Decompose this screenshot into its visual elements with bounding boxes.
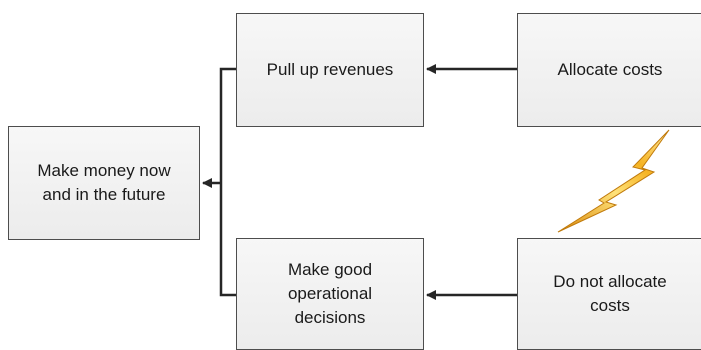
node-allocate-costs: Allocate costs — [517, 13, 701, 127]
node-do-not-allocate-costs: Do not allocate costs — [517, 238, 701, 350]
node-pull-up-revenues: Pull up revenues — [236, 13, 424, 127]
bracket-connector — [219, 67, 236, 297]
node-operational-decisions: Make good operational decisions — [236, 238, 424, 350]
lightning-bolt-icon — [557, 129, 670, 233]
node-make-money: Make money now and in the future — [8, 126, 200, 240]
